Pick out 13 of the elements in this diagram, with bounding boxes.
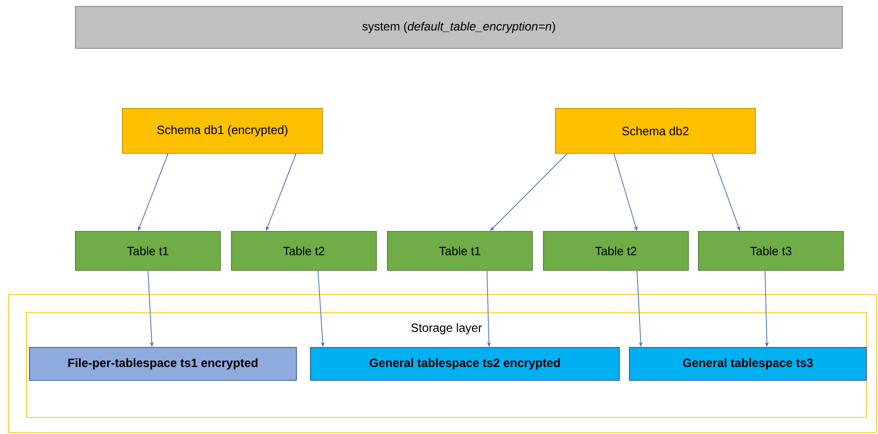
schema-box: Schema db1 (encrypted) — [122, 108, 323, 154]
table-box: Table t1 — [387, 230, 533, 271]
layer-frame — [8, 294, 877, 433]
schema-box: Schema db2 — [555, 108, 756, 154]
table-box: Table t3 — [698, 230, 844, 271]
tablespace-box: File-per-tablespace ts1 encrypted — [29, 347, 297, 381]
arrow — [490, 153, 568, 231]
table-box: Table t2 — [231, 230, 377, 271]
table-box: Table t2 — [543, 230, 689, 271]
title-box: system (default_table_encryption=n) — [75, 6, 843, 49]
table-box: Table t1 — [75, 230, 221, 271]
tablespace-box: General tablespace ts3 — [629, 347, 867, 381]
tablespace-box: General tablespace ts2 encrypted — [310, 347, 620, 381]
